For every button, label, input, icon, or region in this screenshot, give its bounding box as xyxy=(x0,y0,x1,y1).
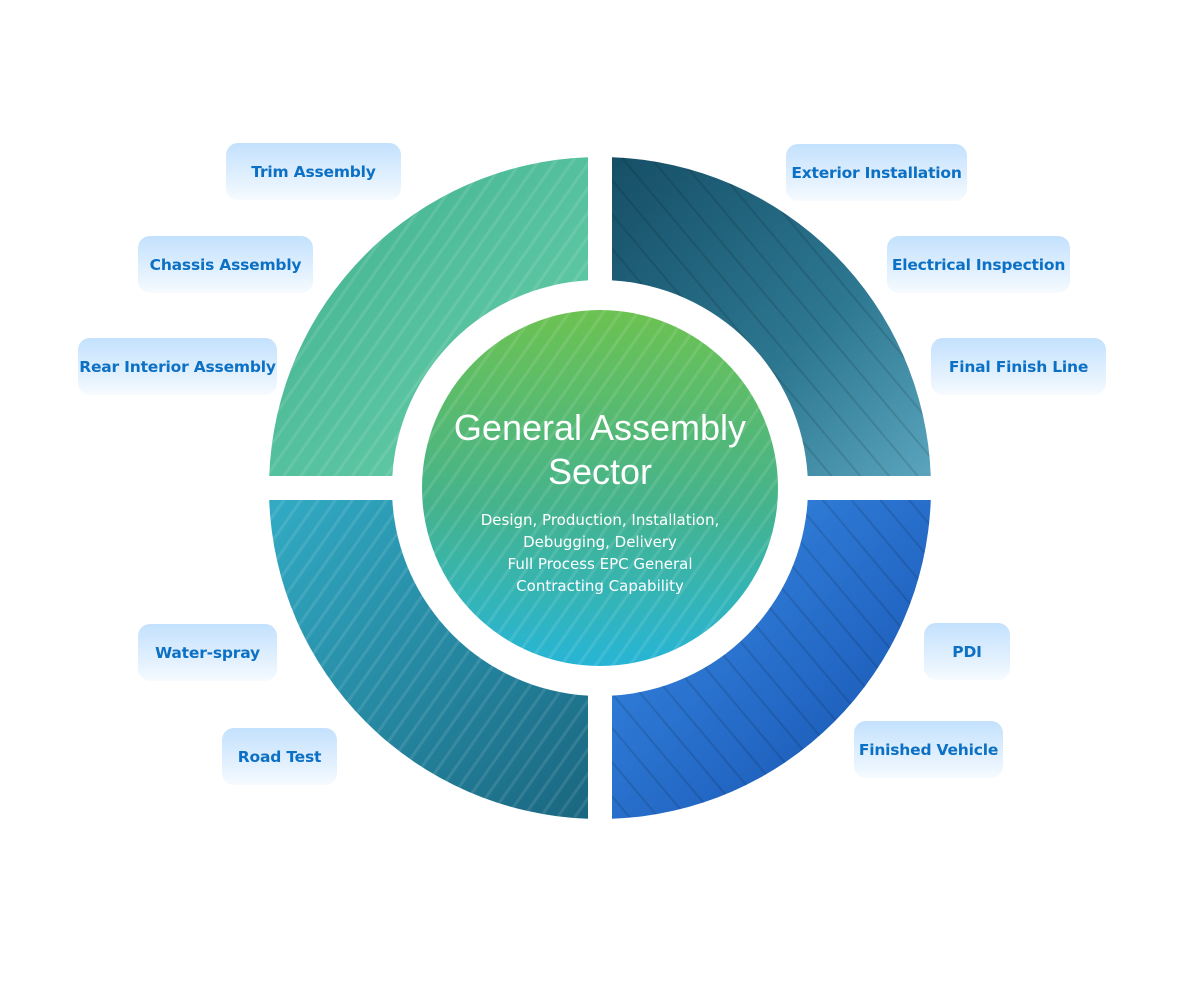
label-rear-interior-assembly[interactable]: Rear Interior Assembly xyxy=(78,338,277,395)
label-pdi[interactable]: PDI xyxy=(924,623,1010,680)
center-subtitle-line: Contracting Capability xyxy=(516,577,684,595)
label-trim-assembly[interactable]: Trim Assembly xyxy=(226,143,401,200)
label-finished-vehicle[interactable]: Finished Vehicle xyxy=(854,721,1003,778)
label-text: Finished Vehicle xyxy=(858,740,999,759)
ring-quadrant-texture xyxy=(612,157,931,476)
center-subtitle-line: Debugging, Delivery xyxy=(523,533,677,551)
label-chassis-assembly[interactable]: Chassis Assembly xyxy=(138,236,313,293)
ring-quadrant-texture xyxy=(269,500,588,819)
center-texture xyxy=(422,310,778,666)
ring-quadrant-texture xyxy=(269,157,588,476)
label-text: Chassis Assembly xyxy=(149,255,302,274)
label-text: Electrical Inspection xyxy=(891,255,1066,274)
label-exterior-installation[interactable]: Exterior Installation xyxy=(786,144,967,201)
label-text: PDI xyxy=(952,642,982,661)
label-text: Final Finish Line xyxy=(948,357,1089,376)
center-subtitle-line: Design, Production, Installation, xyxy=(480,511,720,529)
label-road-test[interactable]: Road Test xyxy=(222,728,337,785)
center-subtitle: Design, Production, Installation, Debugg… xyxy=(420,509,780,597)
label-text: Water-spray xyxy=(155,643,260,662)
label-final-finish-line[interactable]: Final Finish Line xyxy=(931,338,1106,395)
label-text: Exterior Installation xyxy=(791,163,962,182)
ring-quadrant-texture xyxy=(612,500,931,819)
center-title-line2: Sector xyxy=(547,451,653,492)
label-text: Trim Assembly xyxy=(251,162,376,181)
center-subtitle-line: Full Process EPC General xyxy=(507,555,693,573)
label-electrical-inspection[interactable]: Electrical Inspection xyxy=(887,236,1070,293)
center-title: General Assembly Sector xyxy=(420,406,780,494)
label-water-spray[interactable]: Water-spray xyxy=(138,624,277,681)
center-title-line1: General Assembly xyxy=(453,407,747,448)
label-text: Rear Interior Assembly xyxy=(79,357,276,376)
label-text: Road Test xyxy=(237,747,322,766)
